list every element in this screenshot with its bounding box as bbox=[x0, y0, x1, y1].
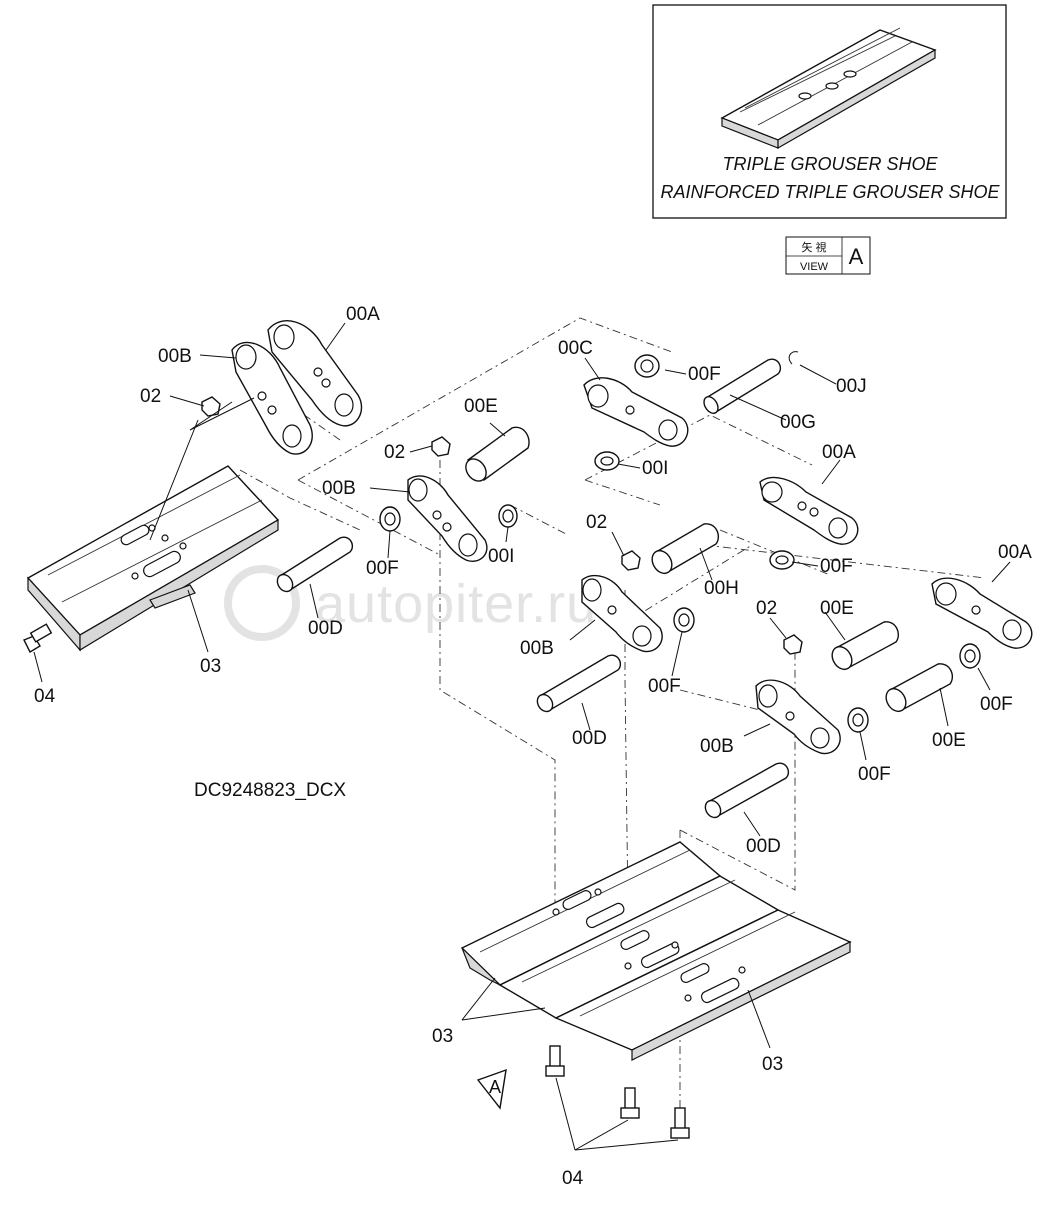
view-marker: 矢 視 VIEW A bbox=[785, 236, 871, 275]
callout-00B: 00B bbox=[700, 736, 734, 757]
inset-title-1: TRIPLE GROUSER SHOE bbox=[722, 154, 938, 174]
inset-title-2: RAINFORCED TRIPLE GROUSER SHOE bbox=[660, 182, 1000, 202]
pin-00D-right bbox=[704, 762, 790, 819]
bolt-left bbox=[23, 623, 53, 653]
callout-00F: 00F bbox=[366, 558, 399, 579]
callout-04: 04 bbox=[34, 686, 56, 707]
clip-00J bbox=[788, 351, 799, 365]
callout-02: 02 bbox=[756, 598, 777, 619]
seal-00F-top bbox=[634, 354, 660, 378]
leader-lines bbox=[33, 322, 1011, 1151]
nut-02-mid bbox=[621, 550, 641, 571]
link-00A-top-left bbox=[267, 320, 363, 427]
link-00C bbox=[583, 377, 689, 447]
nut-02-top-left bbox=[201, 396, 221, 417]
link-00A-right bbox=[931, 577, 1033, 649]
bolts-bottom bbox=[545, 1045, 690, 1139]
callout-00F: 00F bbox=[648, 676, 681, 697]
callout-03: 03 bbox=[432, 1026, 453, 1047]
view-arrow-a: A bbox=[476, 1068, 507, 1110]
bushing-00E-right-upper bbox=[831, 621, 900, 671]
callout-00F: 00F bbox=[820, 556, 853, 577]
seal-00F-lower-center bbox=[673, 607, 695, 633]
watermark-text: autopiter.ru bbox=[315, 574, 597, 634]
seal-00I-center-left bbox=[498, 504, 518, 528]
callout-03: 03 bbox=[762, 1054, 783, 1075]
callout-00B: 00B bbox=[520, 638, 554, 659]
bushing-00E-center bbox=[465, 426, 530, 482]
document-id: DC9248823_DCX bbox=[194, 780, 346, 801]
callout-00B: 00B bbox=[322, 478, 356, 499]
seal-00F-mid-right bbox=[769, 550, 795, 570]
callout-00E: 00E bbox=[464, 396, 498, 417]
link-00B-right bbox=[755, 679, 841, 755]
seal-00F-right-lower bbox=[847, 707, 869, 733]
seal-00F-right bbox=[959, 643, 981, 669]
pin-00G bbox=[703, 358, 782, 414]
callout-00G: 00G bbox=[780, 412, 816, 433]
callout-00H: 00H bbox=[704, 578, 739, 599]
callout-00I: 00I bbox=[642, 458, 668, 479]
nut-02-right bbox=[783, 634, 803, 655]
view-marker-en: VIEW bbox=[800, 261, 829, 273]
track-shoe-left bbox=[26, 465, 280, 652]
watermark: autopiter.ru bbox=[224, 565, 597, 641]
callout-00D: 00D bbox=[572, 728, 607, 749]
link-00B-lower-center bbox=[581, 574, 663, 653]
callout-00B: 00B bbox=[158, 346, 192, 367]
track-shoes-bottom bbox=[460, 841, 852, 1061]
link-00A-mid-right bbox=[759, 476, 859, 545]
callout-00A: 00A bbox=[346, 304, 380, 325]
callout-00J: 00J bbox=[836, 376, 867, 397]
view-marker-jp: 矢 視 bbox=[801, 240, 826, 254]
callout-00F: 00F bbox=[980, 694, 1013, 715]
callout-00F: 00F bbox=[858, 764, 891, 785]
nut-02-center-left bbox=[431, 436, 451, 457]
callout-00F: 00F bbox=[688, 364, 721, 385]
link-00B-top-left bbox=[231, 341, 313, 455]
view-arrow-letter: A bbox=[489, 1077, 501, 1097]
callout-labels: 00A 00B 02 00C 00F 00E 00J 00G 02 00I 00… bbox=[34, 304, 1032, 1189]
callout-02: 02 bbox=[384, 442, 405, 463]
pin-00D-center bbox=[536, 654, 622, 713]
callout-03: 03 bbox=[200, 656, 221, 677]
callout-00A: 00A bbox=[998, 542, 1032, 563]
inset-box: TRIPLE GROUSER SHOE RAINFORCED TRIPLE GR… bbox=[652, 4, 1007, 219]
callout-00E: 00E bbox=[932, 730, 966, 751]
callout-00I: 00I bbox=[488, 546, 514, 567]
inset-shoe-illustration bbox=[720, 27, 937, 150]
bushing-00E-right-lower bbox=[885, 663, 954, 713]
callout-04: 04 bbox=[562, 1168, 584, 1189]
callout-00D: 00D bbox=[308, 618, 343, 639]
callout-00C: 00C bbox=[558, 338, 593, 359]
callout-00D: 00D bbox=[746, 836, 781, 857]
bushing-00H bbox=[651, 523, 720, 575]
pin-00D-left bbox=[276, 536, 354, 593]
seal-00F-center-left bbox=[379, 506, 401, 532]
callout-00E: 00E bbox=[820, 598, 854, 619]
callout-02: 02 bbox=[586, 512, 607, 533]
view-marker-letter: A bbox=[849, 244, 864, 269]
callout-00A: 00A bbox=[822, 442, 856, 463]
link-00B-center bbox=[407, 475, 488, 562]
seal-00I-top bbox=[594, 451, 620, 471]
callout-02: 02 bbox=[140, 386, 161, 407]
